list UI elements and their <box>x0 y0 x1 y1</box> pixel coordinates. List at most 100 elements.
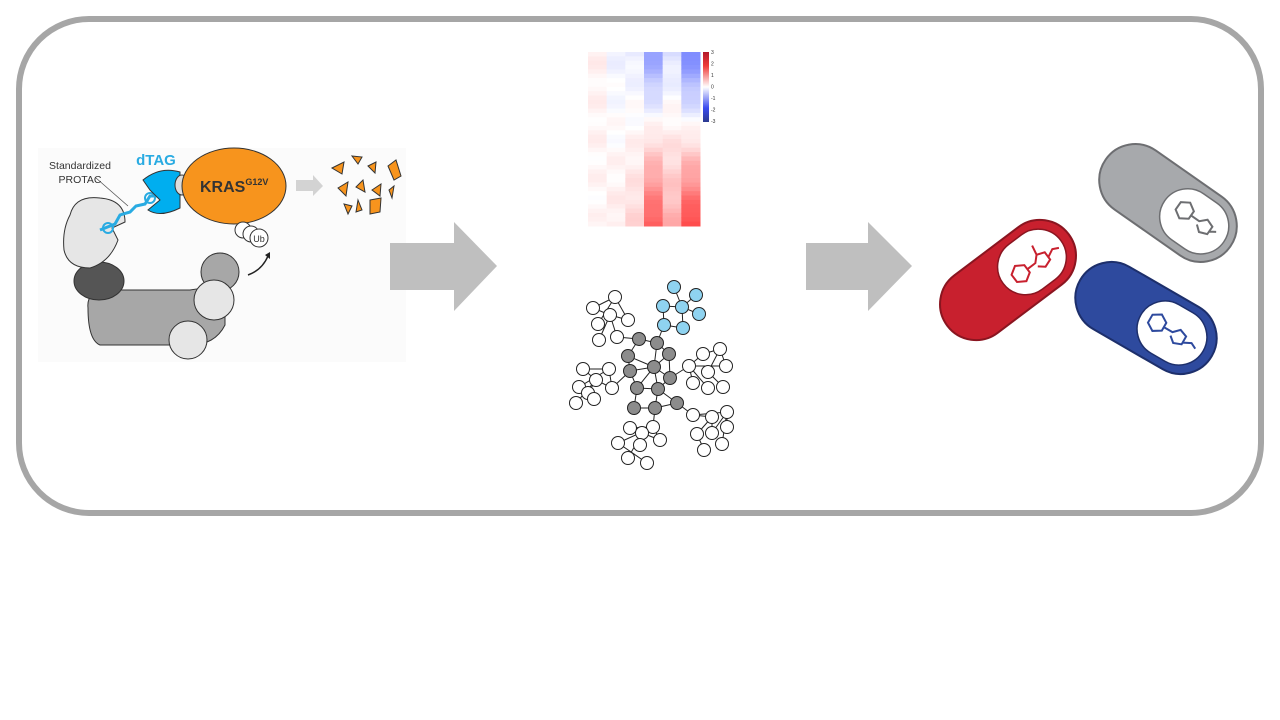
heatmap-cell <box>625 165 645 170</box>
heatmap-cell <box>681 173 701 179</box>
network-node <box>602 362 616 376</box>
network-node <box>605 381 619 395</box>
network-highlight-node <box>656 299 670 313</box>
heatmap-cell <box>625 143 645 149</box>
heatmap-cell <box>588 191 608 197</box>
heatmap-cell <box>681 82 701 88</box>
heatmap-cell <box>644 91 664 96</box>
heatmap-cell <box>625 60 645 66</box>
heatmap-cell <box>606 182 626 188</box>
heatmap <box>588 52 701 227</box>
network-hub-node <box>650 336 664 350</box>
heatmap-cell <box>625 191 645 197</box>
network-hub-node <box>670 396 684 410</box>
heatmap-cell <box>606 117 626 123</box>
heatmap-cell <box>606 95 626 101</box>
heatmap-cell <box>625 147 645 153</box>
heatmap-cell <box>625 156 645 162</box>
heatmap-cell <box>681 130 701 136</box>
heatmap-cell <box>662 173 682 179</box>
heatmap-cell <box>606 204 626 210</box>
heatmap-cell <box>681 165 701 170</box>
heatmap-cell <box>588 78 608 83</box>
heatmap-cell <box>588 178 608 183</box>
heatmap-cell <box>606 156 626 162</box>
heatmap-cell <box>644 178 664 183</box>
heatmap-cell <box>588 73 608 79</box>
colorbar-tick-label: 1 <box>711 73 714 79</box>
heatmap-cell <box>681 69 701 75</box>
heatmap-cell <box>606 69 626 75</box>
heatmap-cell <box>625 169 645 175</box>
heatmap-cell <box>644 186 664 192</box>
network-node <box>646 420 660 434</box>
heatmap-cell <box>625 217 645 223</box>
heatmap-cell <box>588 186 608 192</box>
molecule-icon <box>1146 313 1197 350</box>
heatmap-cell <box>625 199 645 205</box>
network-node <box>696 347 710 361</box>
heatmap-cell <box>606 212 626 218</box>
heatmap-cell <box>625 125 645 131</box>
heatmap-cell <box>606 221 626 227</box>
network-node <box>701 365 715 379</box>
heatmap-cell <box>644 121 664 127</box>
heatmap-cell <box>606 217 626 223</box>
network-node <box>586 301 600 315</box>
dtag-protein <box>142 169 181 214</box>
network-node <box>686 376 700 390</box>
heatmap-cell <box>662 204 682 210</box>
heatmap-cell <box>625 195 645 201</box>
network-node <box>635 426 649 440</box>
heatmap-cell <box>606 195 626 201</box>
heatmap-cell <box>625 95 645 101</box>
protac-label-line1: Standardized <box>49 160 111 172</box>
heatmap-cell <box>625 178 645 183</box>
pill-blue <box>1074 261 1218 375</box>
heatmap-cell <box>606 99 626 105</box>
colorbar-tick-label: 3 <box>711 50 714 56</box>
heatmap-cell <box>606 73 626 79</box>
heatmap-cell <box>625 186 645 192</box>
heatmap-cell <box>644 221 664 227</box>
heatmap-cell <box>662 121 682 127</box>
heatmap-cell <box>681 199 701 205</box>
heatmap-cell <box>625 208 645 214</box>
heatmap-cell <box>681 208 701 214</box>
heatmap-cell <box>625 134 645 140</box>
heatmap-cell <box>606 52 626 57</box>
heatmap-cell <box>681 217 701 223</box>
heatmap-cell <box>606 208 626 214</box>
heatmap-cell <box>588 169 608 175</box>
heatmap-cell <box>662 125 682 131</box>
heatmap-cell <box>644 99 664 105</box>
heatmap-cell <box>625 78 645 83</box>
heatmap-cell <box>644 52 664 57</box>
heatmap-cell <box>644 130 664 136</box>
heatmap-cell <box>681 178 701 183</box>
network-node <box>720 420 734 434</box>
heatmap-cell <box>588 195 608 201</box>
kras-fragments <box>330 155 402 216</box>
heatmap-cell <box>662 117 682 123</box>
heatmap-cell <box>606 104 626 110</box>
heatmap-cell <box>625 86 645 92</box>
heatmap-cell <box>625 160 645 166</box>
heatmap-cell <box>606 139 626 144</box>
network-hub-node <box>627 401 641 415</box>
heatmap-cell <box>588 165 608 170</box>
heatmap-cell <box>606 178 626 183</box>
heatmap-cell <box>644 191 664 197</box>
heatmap-cell <box>606 134 626 140</box>
network-node <box>591 317 605 331</box>
heatmap-cell <box>644 147 664 153</box>
network-node <box>589 373 603 387</box>
heatmap-cell <box>588 221 608 227</box>
heatmap-cell <box>588 208 608 214</box>
network-hub-node <box>662 347 676 361</box>
heatmap-cell <box>625 91 645 96</box>
rbx-subunit-2 <box>193 279 235 321</box>
heatmap-cell <box>588 199 608 205</box>
heatmap-cell <box>662 199 682 205</box>
